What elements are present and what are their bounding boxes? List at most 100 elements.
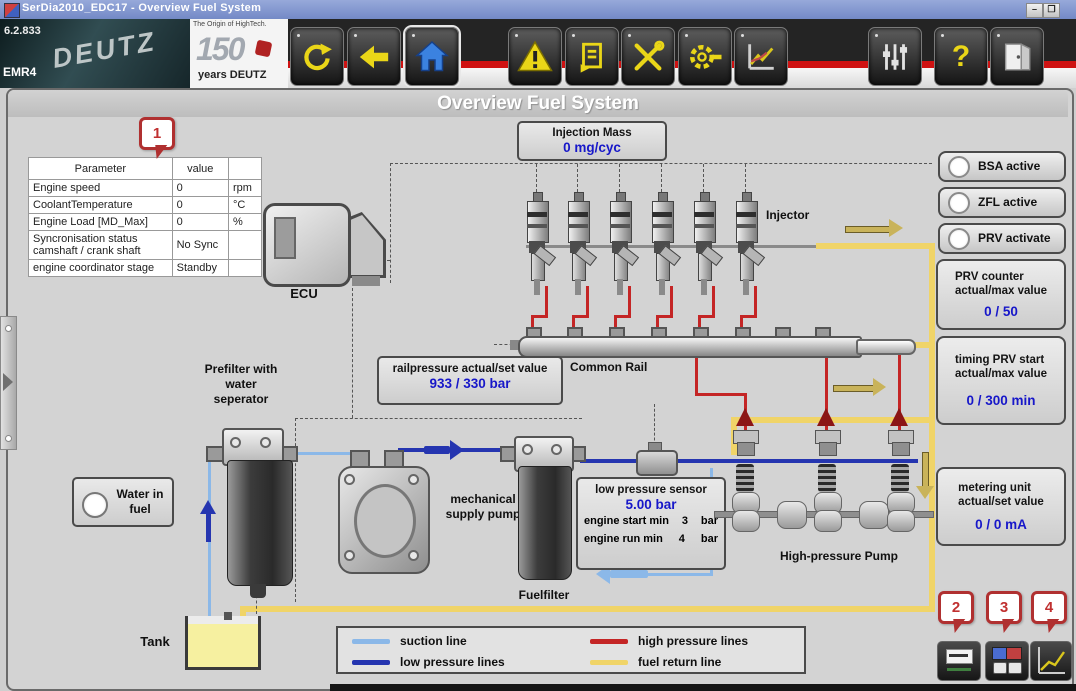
- water-in-fuel-indicator: Water in fuel: [72, 477, 174, 527]
- trend-graph-button[interactable]: [1030, 641, 1072, 681]
- bottom-edge-strip: [330, 684, 1076, 691]
- back-button[interactable]: [347, 27, 401, 86]
- refresh-button[interactable]: [290, 27, 344, 86]
- injector: [568, 164, 598, 304]
- flow-right-arrow: [889, 219, 903, 237]
- document-transfer-icon: [580, 42, 602, 73]
- gauge-icon: [993, 662, 1007, 674]
- minimize-button[interactable]: –: [1026, 3, 1043, 18]
- back-arrow-icon: [359, 45, 389, 68]
- callout-3: 3: [986, 591, 1022, 624]
- service-button[interactable]: [678, 27, 732, 86]
- flow-right-arrow: [450, 440, 464, 460]
- prv-counter-title: PRV counter actual/max value: [954, 271, 1048, 298]
- water-in-fuel-label: Water in fuel: [116, 487, 164, 516]
- gauge-icon: [1008, 662, 1022, 674]
- injector: [652, 164, 682, 304]
- alarm-button[interactable]: [508, 27, 562, 86]
- injector: [527, 164, 557, 304]
- measurement-chart-button[interactable]: [734, 27, 788, 86]
- exit-button[interactable]: [990, 27, 1044, 86]
- measurement-panel-button[interactable]: [985, 641, 1029, 681]
- timing-prv-box: timing PRV start actual/max value 0 / 30…: [936, 336, 1066, 425]
- flow-up-arrow: [890, 408, 908, 426]
- legend-box: suction line low pressure lines high pre…: [336, 626, 806, 674]
- flow-up-arrow: [817, 408, 835, 426]
- injector: [610, 164, 640, 304]
- exit-door-icon: [1004, 42, 1031, 70]
- pump-element: [878, 430, 922, 532]
- suction-line-swatch: [352, 639, 390, 644]
- bsa-lamp: [948, 155, 970, 178]
- flow-down-arrow: [916, 486, 934, 499]
- tank-label: Tank: [140, 634, 170, 649]
- callout-4: 4: [1031, 591, 1067, 624]
- settings-button[interactable]: [868, 27, 922, 86]
- fuel-return-line-swatch: [590, 660, 628, 665]
- pump-element: [723, 430, 767, 532]
- zfl-active-button[interactable]: ZFL active: [938, 187, 1066, 218]
- railpressure-value: 933 / 330 bar: [429, 376, 511, 392]
- water-in-fuel-lamp: [82, 492, 108, 518]
- bsa-active-button[interactable]: BSA active: [938, 151, 1066, 182]
- trend-chart-icon: [748, 43, 774, 70]
- graph-icon: [1038, 647, 1065, 674]
- tools-button[interactable]: [621, 27, 675, 86]
- software-version: 6.2.833: [4, 25, 41, 37]
- injector: [736, 164, 766, 304]
- injection-mass-value: 0 mg/cyc: [563, 140, 621, 156]
- supply-pump-label: mechanical supply pump: [445, 492, 521, 521]
- table-row: Syncronisation status camshaft / crank s…: [28, 230, 263, 260]
- zfl-label: ZFL active: [978, 195, 1038, 209]
- lps-title: low pressure sensor: [595, 484, 707, 496]
- railpressure-title: railpressure actual/set value: [392, 363, 548, 375]
- callout-1: 1: [139, 117, 175, 150]
- lps-value: 5.00 bar: [625, 497, 677, 513]
- title-bar: SerDia2010_EDC17 - Overview Fuel System …: [0, 0, 1076, 19]
- window-title: SerDia2010_EDC17 - Overview Fuel System: [22, 2, 262, 14]
- home-button[interactable]: [405, 27, 459, 86]
- prv-label: PRV activate: [978, 231, 1051, 245]
- crossed-tools-icon: [634, 40, 665, 70]
- flow-right-arrow: [873, 378, 886, 396]
- deutz-logo-text: DEUTZ: [50, 26, 159, 74]
- metering-unit-value: 0 / 0 mA: [975, 517, 1027, 533]
- injector-holder-bar: [526, 245, 816, 248]
- diagnostic-report-button[interactable]: [565, 27, 619, 86]
- deutz-150-years-logo: The Origin of HighTech. 150 years DEUTZ: [190, 19, 288, 88]
- app-icon: [4, 3, 20, 18]
- prv-lamp: [948, 227, 970, 250]
- low-pressure-line-swatch: [352, 660, 390, 665]
- metering-unit-box: metering unit actual/set value 0 / 0 mA: [936, 467, 1066, 546]
- prv-activate-button[interactable]: PRV activate: [938, 223, 1066, 254]
- home-icon: [415, 40, 449, 71]
- timing-prv-value: 0 / 300 min: [966, 392, 1036, 408]
- prv-counter-box: PRV counter actual/max value 0 / 50: [936, 259, 1066, 330]
- callout-2: 2: [938, 591, 974, 624]
- help-button[interactable]: ?: [934, 27, 988, 86]
- injector-label: Injector: [766, 208, 810, 222]
- maximize-button[interactable]: ❒: [1043, 3, 1060, 18]
- actuator-test-button[interactable]: [937, 641, 981, 681]
- common-rail-label: Common Rail: [570, 360, 648, 374]
- table-header-row: Parameter value: [28, 157, 263, 180]
- legend-item-high-pressure: high pressure lines: [590, 634, 748, 649]
- engine-model-label: EMR4: [3, 65, 37, 79]
- col-unit: [227, 157, 263, 180]
- deutz-photo-banner: 6.2.833 EMR4 DEUTZ: [0, 19, 190, 88]
- sidebar-expand-handle[interactable]: [0, 316, 17, 450]
- legend-item-fuel-return: fuel return line: [590, 655, 721, 670]
- timing-prv-title: timing PRV start actual/max value: [954, 354, 1048, 381]
- metering-unit-title: metering unit actual/set value: [958, 481, 1044, 509]
- brand-years-label: years DEUTZ: [198, 69, 267, 81]
- red-screen-icon: [1006, 647, 1022, 660]
- low-pressure-sensor-box: low pressure sensor 5.00 bar engine star…: [576, 477, 726, 570]
- ecu-label: ECU: [290, 286, 318, 301]
- prefilter-label: Prefilter with water seperator: [204, 362, 278, 406]
- injection-mass-title: Injection Mass: [552, 127, 632, 139]
